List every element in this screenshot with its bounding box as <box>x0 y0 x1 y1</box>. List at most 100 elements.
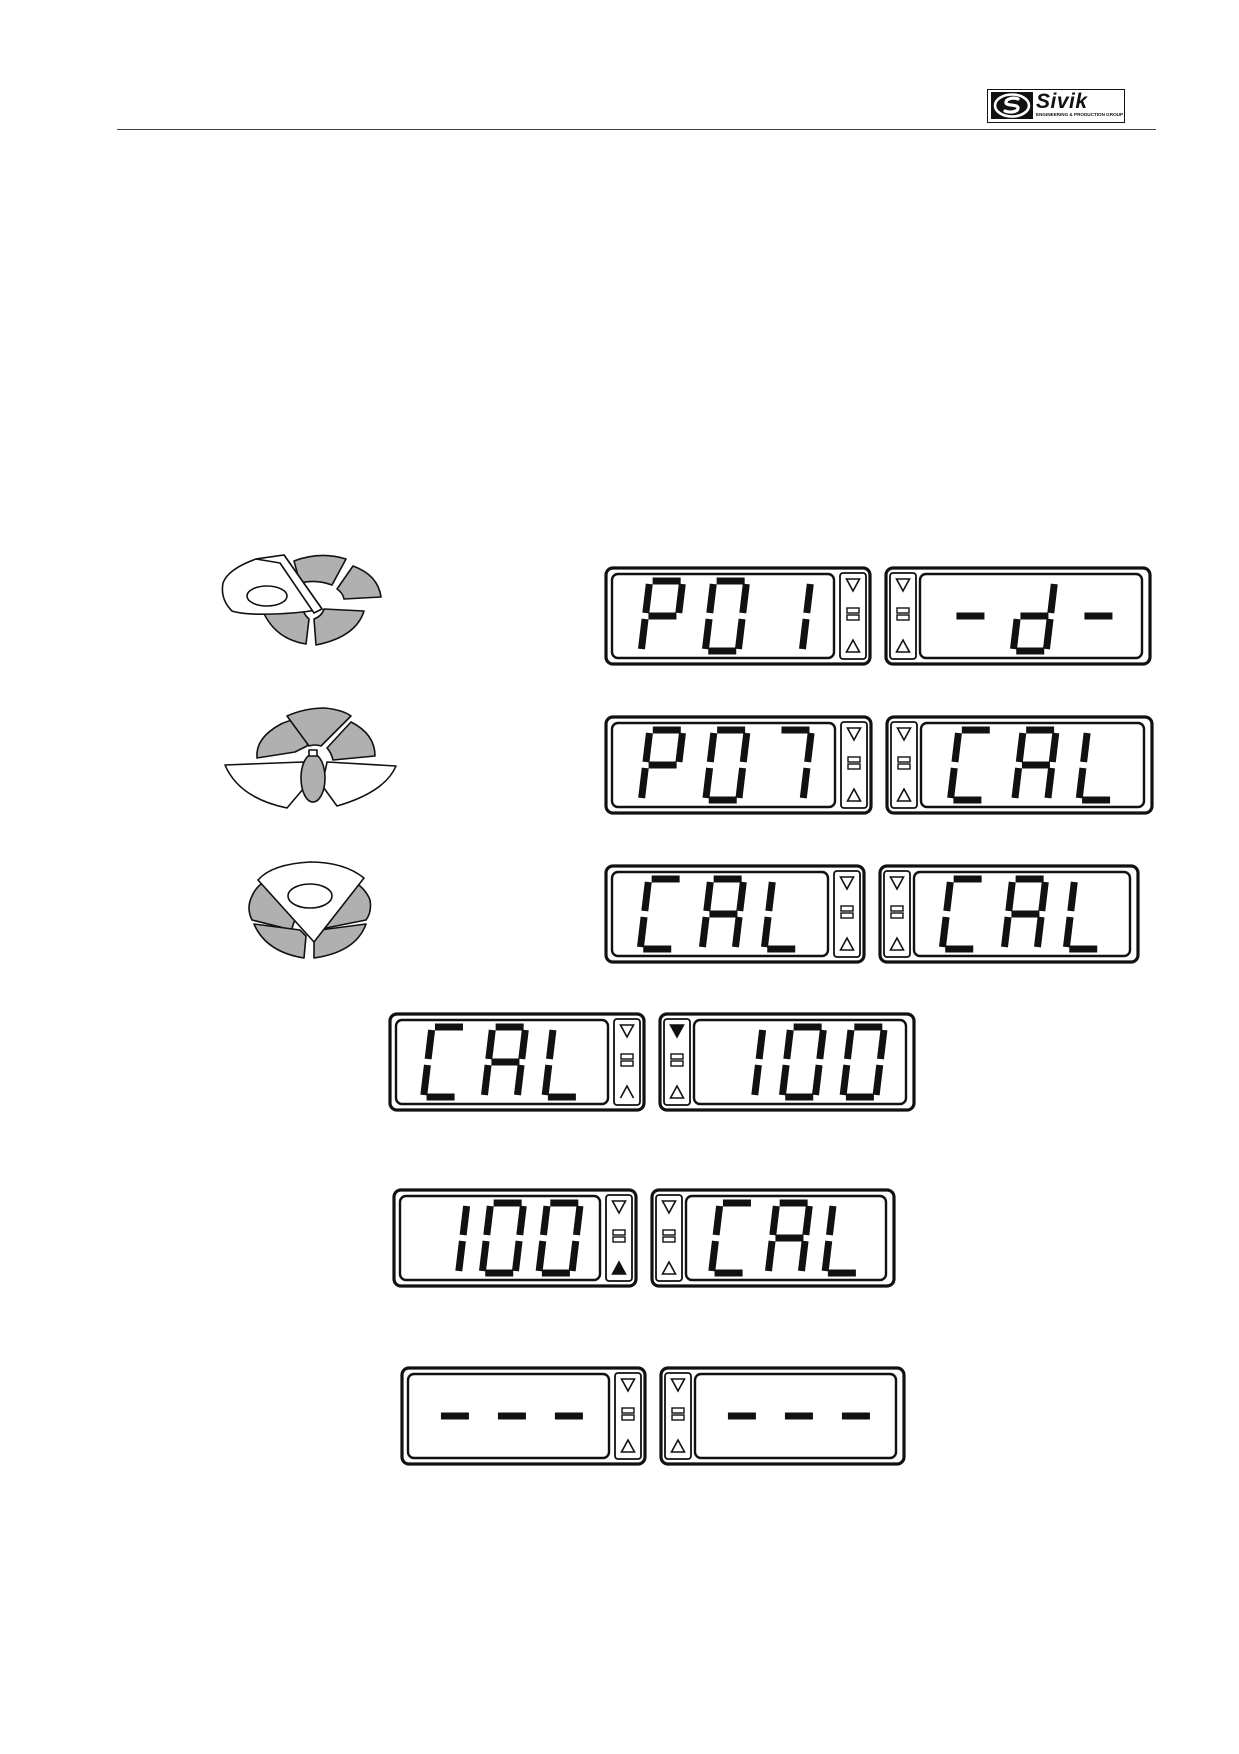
display-segment <box>1080 732 1091 763</box>
display-segment <box>769 1205 780 1236</box>
display-segment <box>483 1205 494 1236</box>
up-arrow-icon <box>661 1260 677 1275</box>
display-segment <box>512 1240 523 1272</box>
display-segment <box>699 916 710 948</box>
display-segment <box>642 732 653 763</box>
keypad-center-notch <box>308 749 318 757</box>
display-digit <box>799 583 814 650</box>
keypad-top-key <box>293 554 347 586</box>
keypad-top-key-pressed-icon <box>248 861 372 959</box>
display-segment <box>825 1205 837 1236</box>
display-digit <box>1001 875 1049 948</box>
display-segment <box>708 1240 719 1272</box>
display-segment <box>481 1064 492 1096</box>
display-panel-left: CAL <box>604 864 866 964</box>
display-segment <box>1067 881 1078 912</box>
display-digit <box>765 1199 813 1272</box>
mode-indicator-icon <box>612 1229 626 1236</box>
keypad-center-key <box>246 585 288 607</box>
display-segment <box>816 1029 827 1060</box>
display-segment <box>568 1240 580 1272</box>
display-digit <box>821 1205 856 1277</box>
display-segment <box>703 881 714 912</box>
display-window <box>610 572 836 660</box>
display-segment <box>485 1029 496 1060</box>
display-digit <box>541 1029 576 1101</box>
mode-indicator-icon <box>890 905 904 912</box>
up-arrow-icon <box>895 638 911 653</box>
display-segment <box>739 732 751 763</box>
down-arrow-icon <box>896 727 912 742</box>
display-panel-left: P01 <box>604 566 872 666</box>
display-digit <box>535 1199 584 1277</box>
display-panel-left: --- <box>400 1366 647 1466</box>
mode-indicator-icon <box>620 1053 634 1060</box>
mode-indicator-icon <box>670 1060 684 1067</box>
down-arrow-icon <box>661 1200 677 1215</box>
brand-logo-name: Sivik <box>1036 90 1088 113</box>
display-digit <box>637 875 680 953</box>
display-segment <box>803 583 814 614</box>
display-segment <box>1043 618 1054 650</box>
keypad-bottom-left-key <box>253 923 307 959</box>
display-digit <box>761 881 796 953</box>
display-segment <box>751 1064 762 1096</box>
display-digit <box>781 726 815 799</box>
display-segment <box>1001 916 1012 948</box>
display-digit <box>638 726 686 799</box>
display-segment <box>736 881 747 912</box>
display-panel-right: -d- <box>884 566 1152 666</box>
keypad-left-key-pressed-icon <box>221 554 382 646</box>
mode-indicator-icon <box>890 912 904 919</box>
display-segment <box>1010 618 1021 650</box>
display-segment <box>702 767 714 799</box>
display-segment <box>459 1205 471 1236</box>
display-panel-right: 100 <box>658 1012 916 1112</box>
display-segment <box>735 767 747 799</box>
down-arrow-icon <box>669 1024 685 1039</box>
display-segment <box>783 1029 794 1060</box>
keypad-left-key-edge <box>255 554 323 614</box>
display-panel-left: CAL <box>388 1012 646 1112</box>
display-segment <box>706 583 717 614</box>
display-segment <box>735 618 746 650</box>
display-segment <box>798 1240 809 1272</box>
keypad-left-right-keys-pressed-icon <box>224 707 397 809</box>
mode-indicator-icon <box>621 1414 635 1421</box>
brand-logo: Sivik ENGINEERING & PRODUCTION GROUP <box>987 89 1125 123</box>
display-segment <box>876 1029 888 1060</box>
mode-indicator-icon <box>671 1414 685 1421</box>
display-panel-right: CAL <box>650 1188 896 1288</box>
display-digit <box>708 1199 751 1277</box>
mode-indicator-icon <box>846 614 860 621</box>
mode-indicator-icon <box>896 614 910 621</box>
down-arrow-icon <box>619 1024 635 1039</box>
display-window <box>610 721 837 809</box>
display-panel-left: P07 <box>604 715 873 815</box>
display-segment <box>1038 881 1049 912</box>
display-segment <box>545 1029 557 1060</box>
mode-indicator-icon <box>662 1229 676 1236</box>
display-segment <box>943 881 954 912</box>
mode-indicator-icon <box>620 1060 634 1067</box>
display-digit <box>455 1205 471 1272</box>
display-segment <box>1015 732 1027 763</box>
display-segment <box>821 1240 833 1272</box>
down-arrow-icon <box>889 876 905 891</box>
keypad-center-key <box>287 883 333 909</box>
display-segment <box>765 1240 776 1272</box>
display-segment <box>872 1064 884 1096</box>
display-segment <box>804 732 815 763</box>
display-segment <box>939 916 950 948</box>
display-segment <box>420 1064 431 1096</box>
display-segment <box>702 618 713 650</box>
display-segment <box>712 1205 724 1236</box>
up-arrow-icon <box>845 638 861 653</box>
up-arrow-icon <box>611 1260 627 1275</box>
mode-indicator-icon <box>671 1407 685 1414</box>
display-segment <box>947 767 958 799</box>
display-segment <box>638 767 649 799</box>
display-segment <box>802 1205 813 1236</box>
display-segment <box>1011 767 1023 799</box>
display-panel-right: CAL <box>878 864 1140 964</box>
